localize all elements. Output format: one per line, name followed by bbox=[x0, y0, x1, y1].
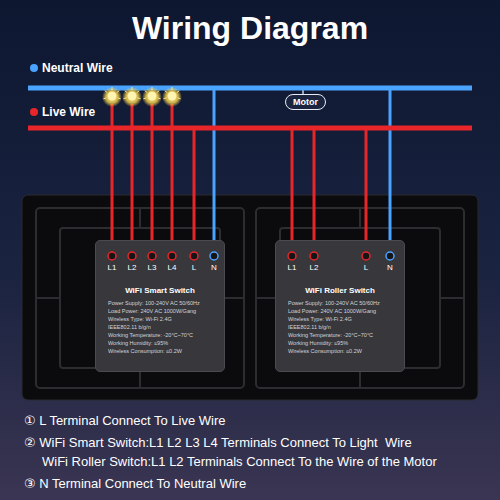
live-line bbox=[28, 126, 472, 131]
spec-line: Working Humidity: ≤95% bbox=[100, 339, 220, 347]
wire-name: Live Wire bbox=[42, 105, 95, 119]
diagram-title: Wiring Diagram bbox=[0, 10, 500, 47]
terminal-name: L1 bbox=[108, 263, 117, 273]
spec-line: Power Supply: 100-240V AC 50/60Hz bbox=[100, 299, 220, 307]
spec-line: IEEE802.11 b/g/n bbox=[100, 323, 220, 331]
wiring-note: ③ N Terminal Connect To Neutral Wire bbox=[24, 476, 246, 492]
terminal-name: N bbox=[211, 263, 217, 273]
terminal-name: L1 bbox=[288, 263, 297, 273]
wire-name: Neutral Wire bbox=[42, 61, 113, 75]
spec-line: IEEE802.11 b/g/n bbox=[280, 323, 400, 331]
module-name: WiFi Smart Switch bbox=[100, 285, 220, 296]
terminal-name: L4 bbox=[168, 263, 177, 273]
wiring-note: ① L Terminal Connect To Live Wire bbox=[24, 413, 225, 429]
neutral-line bbox=[28, 86, 472, 91]
spec-line: Power Supply: 100-240V AC 50/60Hz bbox=[280, 299, 400, 307]
spec-line: Load Power: 240V AC 1000W/Gang bbox=[280, 307, 400, 315]
wiring-note: WiFi Roller Switch:L1 L2 Terminals Conne… bbox=[42, 454, 437, 470]
wiring-note: ② WiFi Smart Switch:L1 L2 L3 L4 Terminal… bbox=[24, 435, 412, 451]
spec-line: Working Humidity: ≤95% bbox=[280, 339, 400, 347]
switch-module: WiFi Smart SwitchPower Supply: 100-240V … bbox=[95, 240, 225, 372]
motor-label: Motor bbox=[285, 94, 326, 110]
terminal-name: L2 bbox=[128, 263, 137, 273]
mounting-plates bbox=[36, 208, 464, 388]
spec-line: Wireless Type: Wi-Fi 2.4G bbox=[280, 315, 400, 323]
spec-line: Working Temperature: -20°C~70°C bbox=[280, 331, 400, 339]
spec-line: Wireless Type: Wi-Fi 2.4G bbox=[100, 315, 220, 323]
live-dot bbox=[30, 108, 38, 116]
light-bulbs bbox=[102, 87, 182, 107]
switch-panel bbox=[22, 195, 478, 400]
neutral-dot bbox=[30, 64, 38, 72]
spec-line: Wireless Consumption: ≤0.2W bbox=[100, 347, 220, 355]
spec-line: Wireless Consumption: ≤0.2W bbox=[280, 347, 400, 355]
terminal-name: L bbox=[364, 263, 368, 273]
wires bbox=[112, 88, 390, 256]
spec-line: Load Power: 240V AC 1000W/Gang bbox=[100, 307, 220, 315]
terminal-name: N bbox=[387, 263, 393, 273]
terminal-name: L bbox=[192, 263, 196, 273]
spec-line: Working Temperature: -20°C~70°C bbox=[100, 331, 220, 339]
terminal-name: L2 bbox=[310, 263, 319, 273]
terminal-name: L3 bbox=[148, 263, 157, 273]
module-name: WiFi Roller Switch bbox=[280, 285, 400, 296]
switch-module: WiFi Roller SwitchPower Supply: 100-240V… bbox=[275, 240, 405, 372]
motor-text: Motor bbox=[293, 96, 318, 108]
